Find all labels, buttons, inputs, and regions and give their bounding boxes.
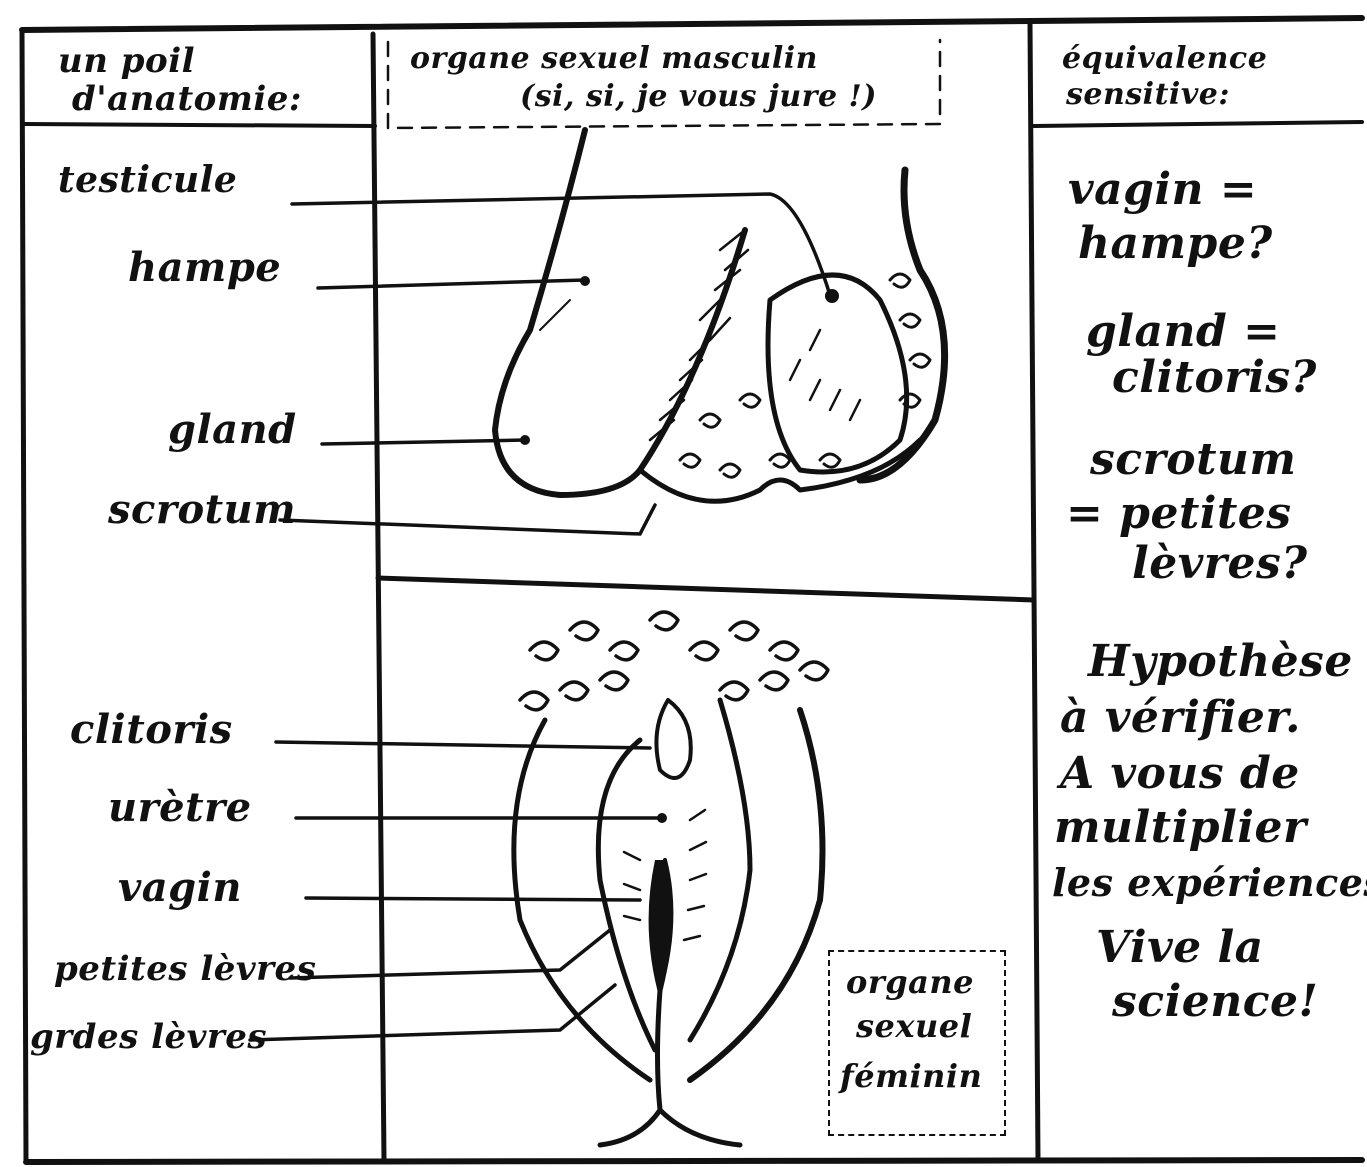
eq3-line1: scrotum (1090, 438, 1296, 482)
header-right-line1: équivalence (1062, 44, 1267, 74)
conclusion-line2: à vérifier. (1060, 696, 1301, 740)
conclusion-line3: A vous de (1060, 752, 1300, 796)
eq3-line2: = petites (1066, 492, 1292, 536)
female-dots (649, 813, 672, 1000)
eq1-line1: vagin = (1068, 168, 1257, 212)
conclusion-line1: Hypothèse (1088, 640, 1353, 684)
conclusion-line6: Vive la (1096, 926, 1264, 970)
eq2-line2: clitoris? (1112, 356, 1317, 400)
female-caption-line3: féminin (840, 1060, 982, 1092)
conclusion-line7: science! (1112, 980, 1318, 1024)
conclusion-line4: multiplier (1054, 806, 1307, 850)
female-organ-drawing (514, 612, 828, 1145)
header-middle-line1: organe sexuel masculin (410, 44, 818, 74)
female-caption-line2: sexuel (856, 1010, 972, 1042)
header-left-line2: d'anatomie: (72, 82, 302, 116)
header-middle-line2: (si, si, je vous jure !) (520, 82, 877, 112)
male-organ-drawing (495, 130, 945, 501)
leader-scrotum (280, 505, 655, 534)
leader-vagin (306, 898, 640, 900)
eq3-line3: lèvres? (1132, 542, 1308, 586)
label-grandes-levres: grdes lèvres (30, 1020, 267, 1054)
label-clitoris: clitoris (70, 710, 233, 750)
eq2-line1: gland = (1086, 310, 1280, 354)
label-hampe: hampe (128, 248, 281, 288)
label-gland: gland (168, 410, 297, 450)
label-scrotum: scrotum (108, 490, 296, 530)
header-right-line2: sensitive: (1066, 80, 1230, 110)
eq1-line2: hampe? (1078, 222, 1273, 266)
leader-clitoris (276, 742, 650, 748)
label-testicule: testicule (58, 162, 237, 198)
label-vagin: vagin (118, 868, 242, 908)
header-left-line1: un poil (58, 44, 195, 78)
conclusion-line5: les expériences (1052, 864, 1367, 902)
label-uretre: urètre (108, 788, 252, 828)
female-caption-line1: organe (846, 966, 974, 998)
label-petites-levres: petites lèvres (54, 952, 316, 986)
leader-petites-levres (290, 930, 610, 978)
